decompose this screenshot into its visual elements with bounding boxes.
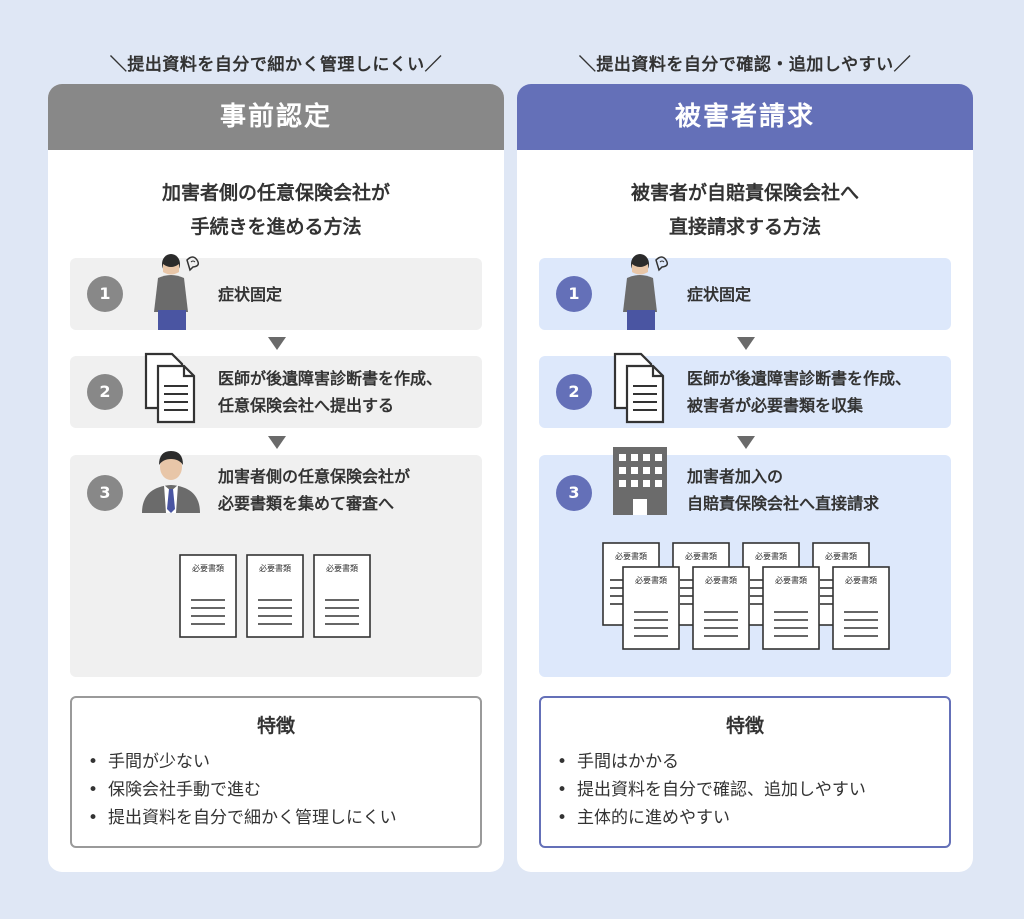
left-subtitle-line-1: 加害者側の任意保険会社が (161, 182, 390, 204)
right-feature-item: 主体的に進めやすい (555, 804, 866, 832)
right-features-list: 手間はかかる 提出資料を自分で確認、追加しやすい 主体的に進めやすい (555, 748, 866, 832)
right-tagline: ＼提出資料を自分で確認・追加しやすい／ (578, 55, 912, 75)
left-step-2-number: 2 (87, 374, 123, 410)
left-step-3: 3 加害者側の任意保険会社が 必要書類を集めて審査へ 必要書類 必要書類 (70, 451, 482, 677)
left-subtitle: 加害者側の任意保険会社が 手続きを進める方法 (48, 176, 504, 244)
left-features-box: 特徴 手間が少ない 保険会社手動で進む 提出資料を自分で細かく管理しにくい (70, 696, 482, 848)
right-step-2-line-2: 被害者が必要書類を収集 (687, 396, 864, 415)
worried-person-icon (623, 254, 669, 330)
right-step-1-line-1: 症状固定 (687, 285, 752, 304)
doc-label: 必要書類 (685, 551, 717, 561)
left-step-2-text: 医師が後遺障害診断書を作成、 任意保険会社へ提出する (218, 365, 442, 419)
doc-label: 必要書類 (259, 563, 291, 573)
right-subtitle: 被害者が自賠責保険会社へ 直接請求する方法 (517, 176, 973, 244)
right-panel: 被害者請求 被害者が自賠責保険会社へ 直接請求する方法 1 症状固定 2 (517, 84, 973, 872)
left-step-1: 1 症状固定 (70, 254, 482, 330)
right-step-3-text: 加害者加入の 自賠責保険会社へ直接請求 (687, 463, 879, 517)
right-arrow-2 (737, 436, 755, 449)
right-subtitle-line-1: 被害者が自賠責保険会社へ (630, 182, 859, 204)
right-subtitle-line-2: 直接請求する方法 (668, 216, 821, 238)
right-step-3-line-1: 加害者加入の (687, 467, 784, 486)
doc-label: 必要書類 (845, 575, 877, 585)
required-document-1: 必要書類 (179, 554, 237, 638)
left-features-list: 手間が少ない 保険会社手動で進む 提出資料を自分で細かく管理しにくい (86, 748, 397, 832)
worried-person-icon (154, 254, 200, 330)
businessman-icon (142, 451, 200, 513)
right-feature-item: 提出資料を自分で確認、追加しやすい (555, 776, 866, 804)
documents-icon (144, 352, 196, 424)
left-step-2-line-2: 任意保険会社へ提出する (218, 396, 395, 415)
right-step-1-number: 1 (556, 276, 592, 312)
left-step-2-line-1: 医師が後遺障害診断書を作成、 (218, 369, 443, 388)
required-document-front-4: 必要書類 (832, 566, 890, 650)
required-document-2: 必要書類 (246, 554, 304, 638)
right-step-2-line-1: 医師が後遺障害診断書を作成、 (687, 369, 912, 388)
left-tagline: ＼提出資料を自分で細かく管理しにくい／ (109, 55, 443, 75)
right-arrow-1 (737, 337, 755, 350)
left-subtitle-line-2: 手続きを進める方法 (190, 216, 362, 238)
required-document-front-3: 必要書類 (762, 566, 820, 650)
doc-label: 必要書類 (775, 575, 807, 585)
right-panel-header: 被害者請求 (517, 84, 973, 150)
right-feature-item: 手間はかかる (555, 748, 866, 776)
left-step-1-line-1: 症状固定 (218, 285, 283, 304)
right-step-3: 3 加害者加入の 自賠責保険会社へ直接請求 必要書類 必要書類 (539, 447, 951, 677)
left-arrow-2 (268, 436, 286, 449)
building-icon (613, 447, 667, 515)
left-features-title: 特徴 (256, 715, 295, 737)
left-step-2: 2 医師が後遺障害診断書を作成、 任意保険会社へ提出する (70, 352, 482, 428)
right-features-title: 特徴 (725, 715, 764, 737)
left-step-1-text: 症状固定 (218, 281, 282, 308)
left-feature-item: 手間が少ない (86, 748, 397, 776)
right-step-2-text: 医師が後遺障害診断書を作成、 被害者が必要書類を収集 (687, 365, 911, 419)
left-step-3-number: 3 (87, 475, 123, 511)
right-step-3-number: 3 (556, 475, 592, 511)
doc-label: 必要書類 (615, 551, 647, 561)
required-document-front-2: 必要書類 (692, 566, 750, 650)
required-document-front-1: 必要書類 (622, 566, 680, 650)
right-step-1: 1 症状固定 (539, 254, 951, 330)
right-features-box: 特徴 手間はかかる 提出資料を自分で確認、追加しやすい 主体的に進めやすい (539, 696, 951, 848)
left-feature-item: 保険会社手動で進む (86, 776, 397, 804)
left-panel: 事前認定 加害者側の任意保険会社が 手続きを進める方法 1 症状固定 2 (48, 84, 504, 872)
right-step-2: 2 医師が後遺障害診断書を作成、 被害者が必要書類を収集 (539, 352, 951, 428)
doc-label: 必要書類 (635, 575, 667, 585)
left-panel-header: 事前認定 (48, 84, 504, 150)
doc-label: 必要書類 (192, 563, 224, 573)
right-step-2-number: 2 (556, 374, 592, 410)
doc-label: 必要書類 (755, 551, 787, 561)
right-step-3-line-2: 自賠責保険会社へ直接請求 (687, 494, 880, 513)
doc-label: 必要書類 (326, 563, 358, 573)
left-step-3-line-2: 必要書類を集めて審査へ (218, 494, 395, 513)
doc-label: 必要書類 (825, 551, 857, 561)
left-step-3-line-1: 加害者側の任意保険会社が (218, 467, 411, 486)
left-feature-item: 提出資料を自分で細かく管理しにくい (86, 804, 397, 832)
left-step-1-number: 1 (87, 276, 123, 312)
doc-label: 必要書類 (705, 575, 737, 585)
left-step-3-text: 加害者側の任意保険会社が 必要書類を集めて審査へ (218, 463, 410, 517)
right-step-1-text: 症状固定 (687, 281, 751, 308)
required-document-3: 必要書類 (313, 554, 371, 638)
left-arrow-1 (268, 337, 286, 350)
documents-icon (613, 352, 665, 424)
